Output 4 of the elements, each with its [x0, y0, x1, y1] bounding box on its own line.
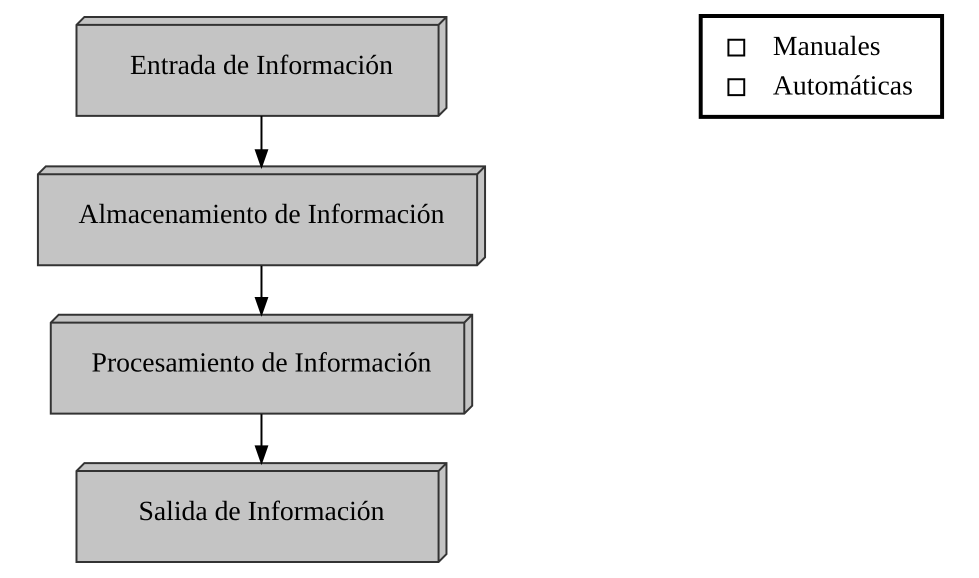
arrow [254, 414, 268, 466]
node-box: Manuales Automáticas [698, 14, 944, 119]
arrow [254, 266, 268, 317]
arrow [254, 116, 268, 170]
